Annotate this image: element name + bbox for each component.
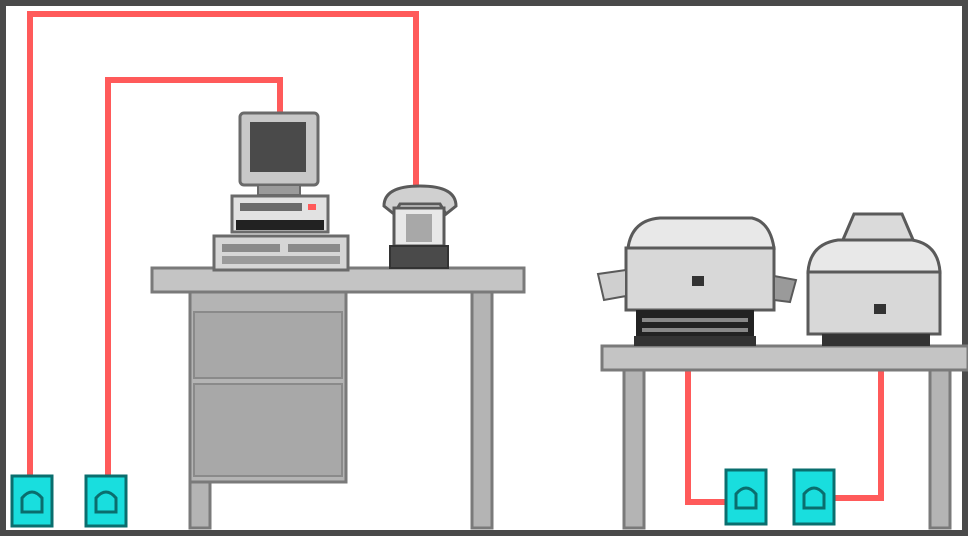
keyboard xyxy=(214,236,348,270)
keyboard-keys-left xyxy=(222,244,280,252)
network-wall-jack-icon xyxy=(726,470,766,524)
desk-telephone-icon xyxy=(384,186,456,268)
printer-left-tray-left xyxy=(598,270,626,300)
printer-left-top xyxy=(628,218,774,248)
table-top xyxy=(602,346,968,370)
keyboard-keys-right xyxy=(288,244,340,252)
table-leg-right xyxy=(930,370,950,528)
printer-left-button xyxy=(692,276,704,286)
printer-left-base xyxy=(634,336,756,346)
monitor-screen xyxy=(250,122,306,172)
network-wall-jack-icon xyxy=(794,470,834,524)
desk-leg-left xyxy=(190,482,210,528)
monitor-stand xyxy=(258,185,300,195)
telephone-base xyxy=(390,246,448,268)
desk-leg-right xyxy=(472,292,492,528)
table-leg-left xyxy=(624,370,644,528)
network-wall-jack-icon xyxy=(86,476,126,526)
printer-right-body xyxy=(808,272,940,334)
printer-left-paper-lines-2 xyxy=(642,328,748,332)
printer-right-paper-feed xyxy=(842,214,914,242)
desk-drawer-top xyxy=(194,312,342,378)
power-light xyxy=(308,204,316,210)
system-band xyxy=(236,220,324,230)
printer-left-paper-lines xyxy=(642,318,748,322)
disk-drive-slot xyxy=(240,203,302,211)
printer-right-button xyxy=(874,304,886,314)
telephone-keypad xyxy=(406,214,432,242)
desk-top xyxy=(152,268,524,292)
printer-right-top xyxy=(808,240,940,272)
printer-right-base xyxy=(822,334,930,346)
desk-drawer-bottom xyxy=(194,384,342,476)
network-wall-jack-icon xyxy=(12,476,52,526)
keyboard-keys-row2 xyxy=(222,256,340,264)
printer-left-paper xyxy=(636,310,754,338)
